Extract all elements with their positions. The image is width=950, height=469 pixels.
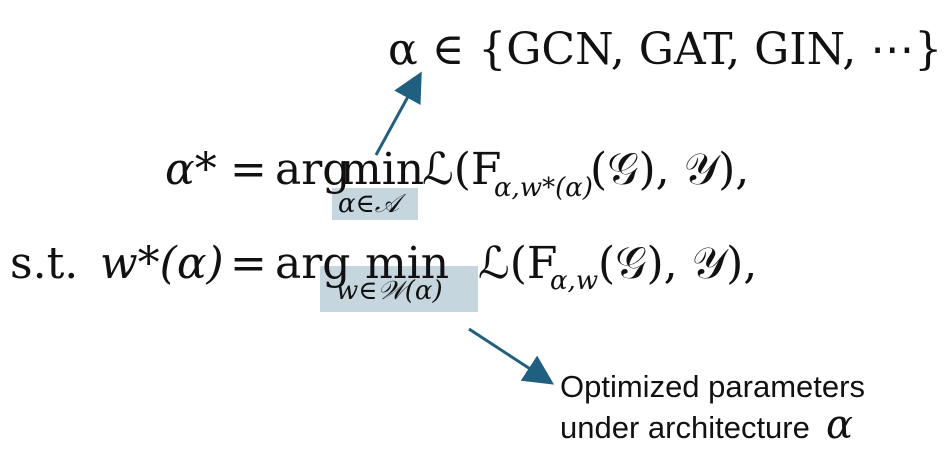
eq1-body: ℒ(F bbox=[422, 144, 502, 195]
eq1-body-subscript: α,w*(α) bbox=[494, 173, 593, 203]
eq2-arg: arg bbox=[275, 238, 351, 289]
arrow-to-annotation bbox=[468, 327, 555, 385]
eq1-constraint: α∈𝒜 bbox=[338, 189, 400, 219]
eq2-equals: = bbox=[230, 238, 267, 289]
eq2-lhs: w*(α) bbox=[100, 238, 224, 289]
constraint-highlight-2 bbox=[320, 266, 478, 312]
arrow-to-candidate-set bbox=[374, 71, 422, 156]
eq1-min: min bbox=[340, 144, 425, 195]
eq1-body-tail: (𝒢), 𝒴), bbox=[590, 144, 750, 195]
annotation-alpha-symbol: α bbox=[826, 402, 854, 448]
constraint-highlight-1 bbox=[332, 188, 418, 220]
eq1-lhs: α* bbox=[165, 144, 217, 195]
eq2-body: ℒ(F bbox=[478, 238, 558, 289]
eq2-body-subscript: α,w bbox=[550, 266, 599, 296]
eq2-body-tail: (𝒢), 𝒴), bbox=[598, 238, 758, 289]
eq1-arg: arg bbox=[275, 144, 351, 195]
candidate-set: α ∈ {GCN, GAT, GIN, ⋯} bbox=[388, 24, 943, 75]
eq2-min: min bbox=[365, 238, 450, 289]
annotation-line-2: under architecture bbox=[560, 410, 810, 445]
eq1-equals: = bbox=[230, 144, 267, 195]
annotation-line-1: Optimized parameters bbox=[560, 369, 865, 404]
eq2-constraint: w∈𝒲(α) bbox=[336, 276, 443, 306]
eq2-prefix: s.t. bbox=[10, 238, 79, 289]
